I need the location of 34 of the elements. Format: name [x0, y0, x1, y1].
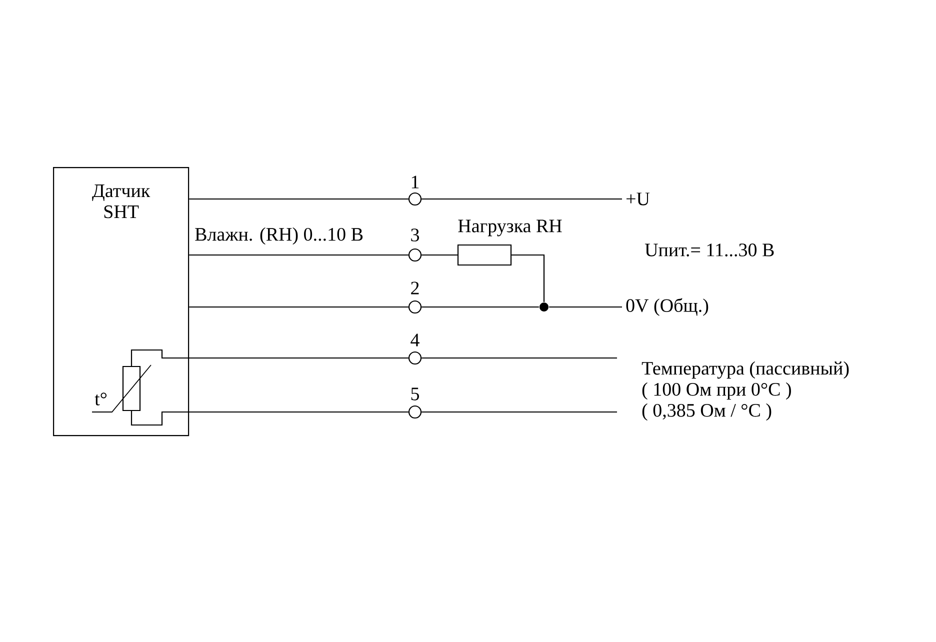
terminal-label: +U [626, 192, 650, 206]
supply-voltage-note: Uпит.= 11...30 В [644, 244, 774, 256]
terminal-number: 4 [410, 334, 420, 346]
resistor-symbol [457, 244, 512, 266]
sensor-note: ( 0,385 Ом / °C ) [642, 403, 772, 421]
terminal-circle [408, 248, 422, 262]
junction-dot [540, 302, 548, 312]
terminal-number: 5 [411, 388, 419, 400]
terminal-circle [408, 300, 422, 314]
wire [549, 306, 622, 308]
resistor-label: Нагрузка RH [458, 220, 562, 236]
wire [422, 357, 617, 359]
wire [422, 306, 539, 308]
terminal-circle [408, 351, 422, 365]
terminal-number: 2 [411, 282, 419, 294]
terminal-circle [408, 192, 422, 206]
wire [512, 254, 545, 302]
terminal-number: 1 [412, 176, 419, 188]
wire [189, 306, 408, 308]
wire [189, 254, 408, 256]
wire [189, 198, 408, 200]
terminal-circle [408, 405, 422, 419]
terminal-label: 0V (Общ.) [626, 298, 708, 316]
sensor-note: Температура (пассивный) [642, 361, 849, 379]
edge-label: Влажн. (RH) 0...10 В [195, 227, 363, 245]
thermistor-symbol [122, 366, 141, 412]
temperature-symbol: t° [94, 392, 106, 406]
wire [422, 411, 617, 413]
terminal-number: 3 [411, 228, 419, 242]
wire [422, 198, 622, 200]
wire [130, 349, 408, 366]
sensor-note: ( 100 Ом при 0°C ) [642, 382, 791, 400]
wire [130, 411, 408, 426]
wire [422, 254, 458, 256]
